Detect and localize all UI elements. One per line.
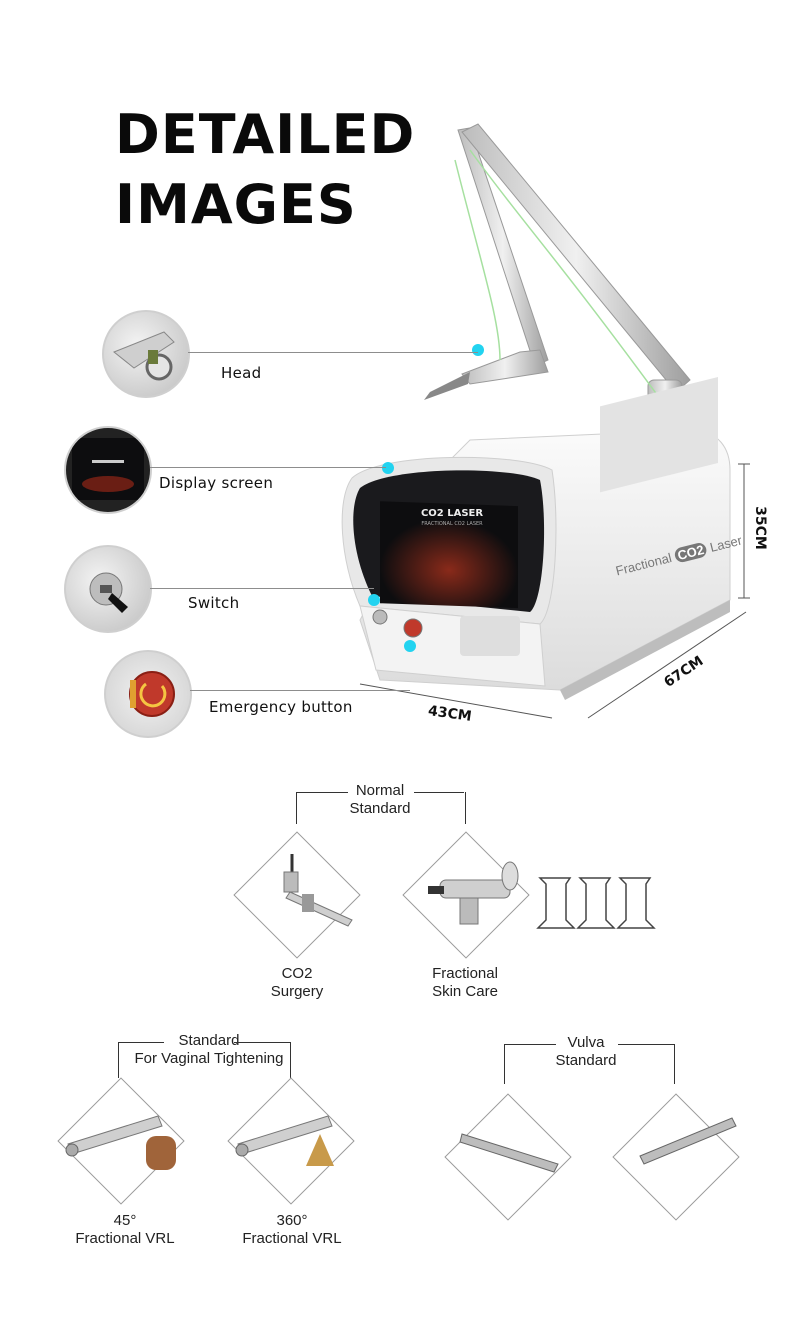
group1-title: Normal Standard	[340, 782, 420, 818]
callout-head-label: Head	[221, 364, 262, 382]
group2-title-line2: For Vaginal Tightening	[134, 1050, 284, 1067]
vrl45-label: 45° Fractional VRL	[70, 1212, 180, 1248]
group3-bracket-left-v	[504, 1044, 505, 1084]
co2-surgery-line2: Surgery	[270, 983, 324, 1000]
vrl360-label: 360° Fractional VRL	[236, 1212, 348, 1248]
head-leader-line	[188, 352, 478, 353]
switch-leader-line	[150, 588, 374, 589]
group2-bracket-right-v	[290, 1042, 291, 1078]
group2-bracket-left-v	[118, 1042, 119, 1078]
laser-head-icon	[113, 331, 175, 381]
vulva-probe-2-icon	[639, 1117, 737, 1165]
emergency-thumbnail	[104, 650, 192, 738]
machine-body	[341, 376, 731, 700]
vrl360-line2: Fractional VRL	[242, 1230, 342, 1247]
title-line-1: DETAILED	[115, 103, 416, 166]
co2-surgery-line1: CO2	[281, 965, 313, 982]
group2-title: Standard For Vaginal Tightening	[126, 1032, 292, 1068]
group1-title-line2: Standard	[349, 800, 411, 817]
callout-emergency-label: Emergency button	[209, 698, 353, 716]
vrl45-line1: 45°	[113, 1212, 137, 1229]
switch-thumbnail	[64, 545, 152, 633]
group2-bracket-left-h	[118, 1042, 164, 1043]
group3-bracket-right-v	[674, 1044, 675, 1084]
callout-switch-label: Switch	[188, 594, 240, 612]
co2-surgery-label: CO2 Surgery	[254, 965, 340, 1001]
group3-title: Vulva Standard	[546, 1034, 626, 1070]
co2-surgery-handpiece-icon	[283, 854, 353, 927]
group3-title-line2: Standard	[555, 1052, 617, 1069]
group2-title-line1: Standard	[178, 1032, 240, 1049]
display-screen-thumbnail	[64, 426, 152, 514]
co2-laser-device-illustration	[341, 123, 750, 719]
spacer-tips-icon	[536, 877, 656, 929]
head-thumbnail	[102, 310, 190, 398]
group1-bracket-left	[296, 792, 348, 793]
group1-bracket-right	[414, 792, 464, 793]
dimension-lines	[359, 463, 750, 719]
page-title: DETAILED IMAGES	[115, 100, 415, 240]
vrl45-line2: Fractional VRL	[75, 1230, 175, 1247]
key-switch-icon	[89, 572, 128, 613]
group3-bracket-left-h	[504, 1044, 556, 1045]
vulva-probe-1-icon	[459, 1133, 559, 1173]
screen-subtitle: FRACTIONAL CO2 LASER	[421, 521, 483, 527]
group2-bracket-right-h	[234, 1042, 290, 1043]
emergency-button-icon	[129, 671, 175, 717]
device-screen: CO2 LASER FRACTIONAL CO2 LASER	[392, 508, 512, 527]
group1-title-line1: Normal	[355, 782, 405, 799]
fractional-skin-care-line2: Skin Care	[432, 983, 498, 1000]
vrl360-line1: 360°	[276, 1212, 308, 1229]
fractional-skin-care-line1: Fractional	[432, 965, 498, 982]
fractional-skin-care-handpiece-icon	[428, 861, 519, 925]
screen-title: CO2 LASER	[420, 508, 484, 519]
vrl45-probe-icon	[65, 1115, 176, 1170]
emergency-leader-line	[190, 690, 410, 691]
callout-display-label: Display screen	[159, 474, 274, 492]
display-screen-icon	[72, 438, 144, 500]
callout-markers	[368, 344, 484, 652]
display-leader-line	[150, 467, 386, 468]
dim-height-label: 35CM	[751, 506, 768, 550]
group1-bracket	[296, 792, 466, 824]
group3-bracket-right-h	[618, 1044, 674, 1045]
fractional-skin-care-label: Fractional Skin Care	[420, 965, 510, 1001]
title-line-2: IMAGES	[115, 173, 357, 236]
group3-title-line1: Vulva	[567, 1034, 605, 1051]
vrl360-probe-icon	[235, 1115, 334, 1166]
